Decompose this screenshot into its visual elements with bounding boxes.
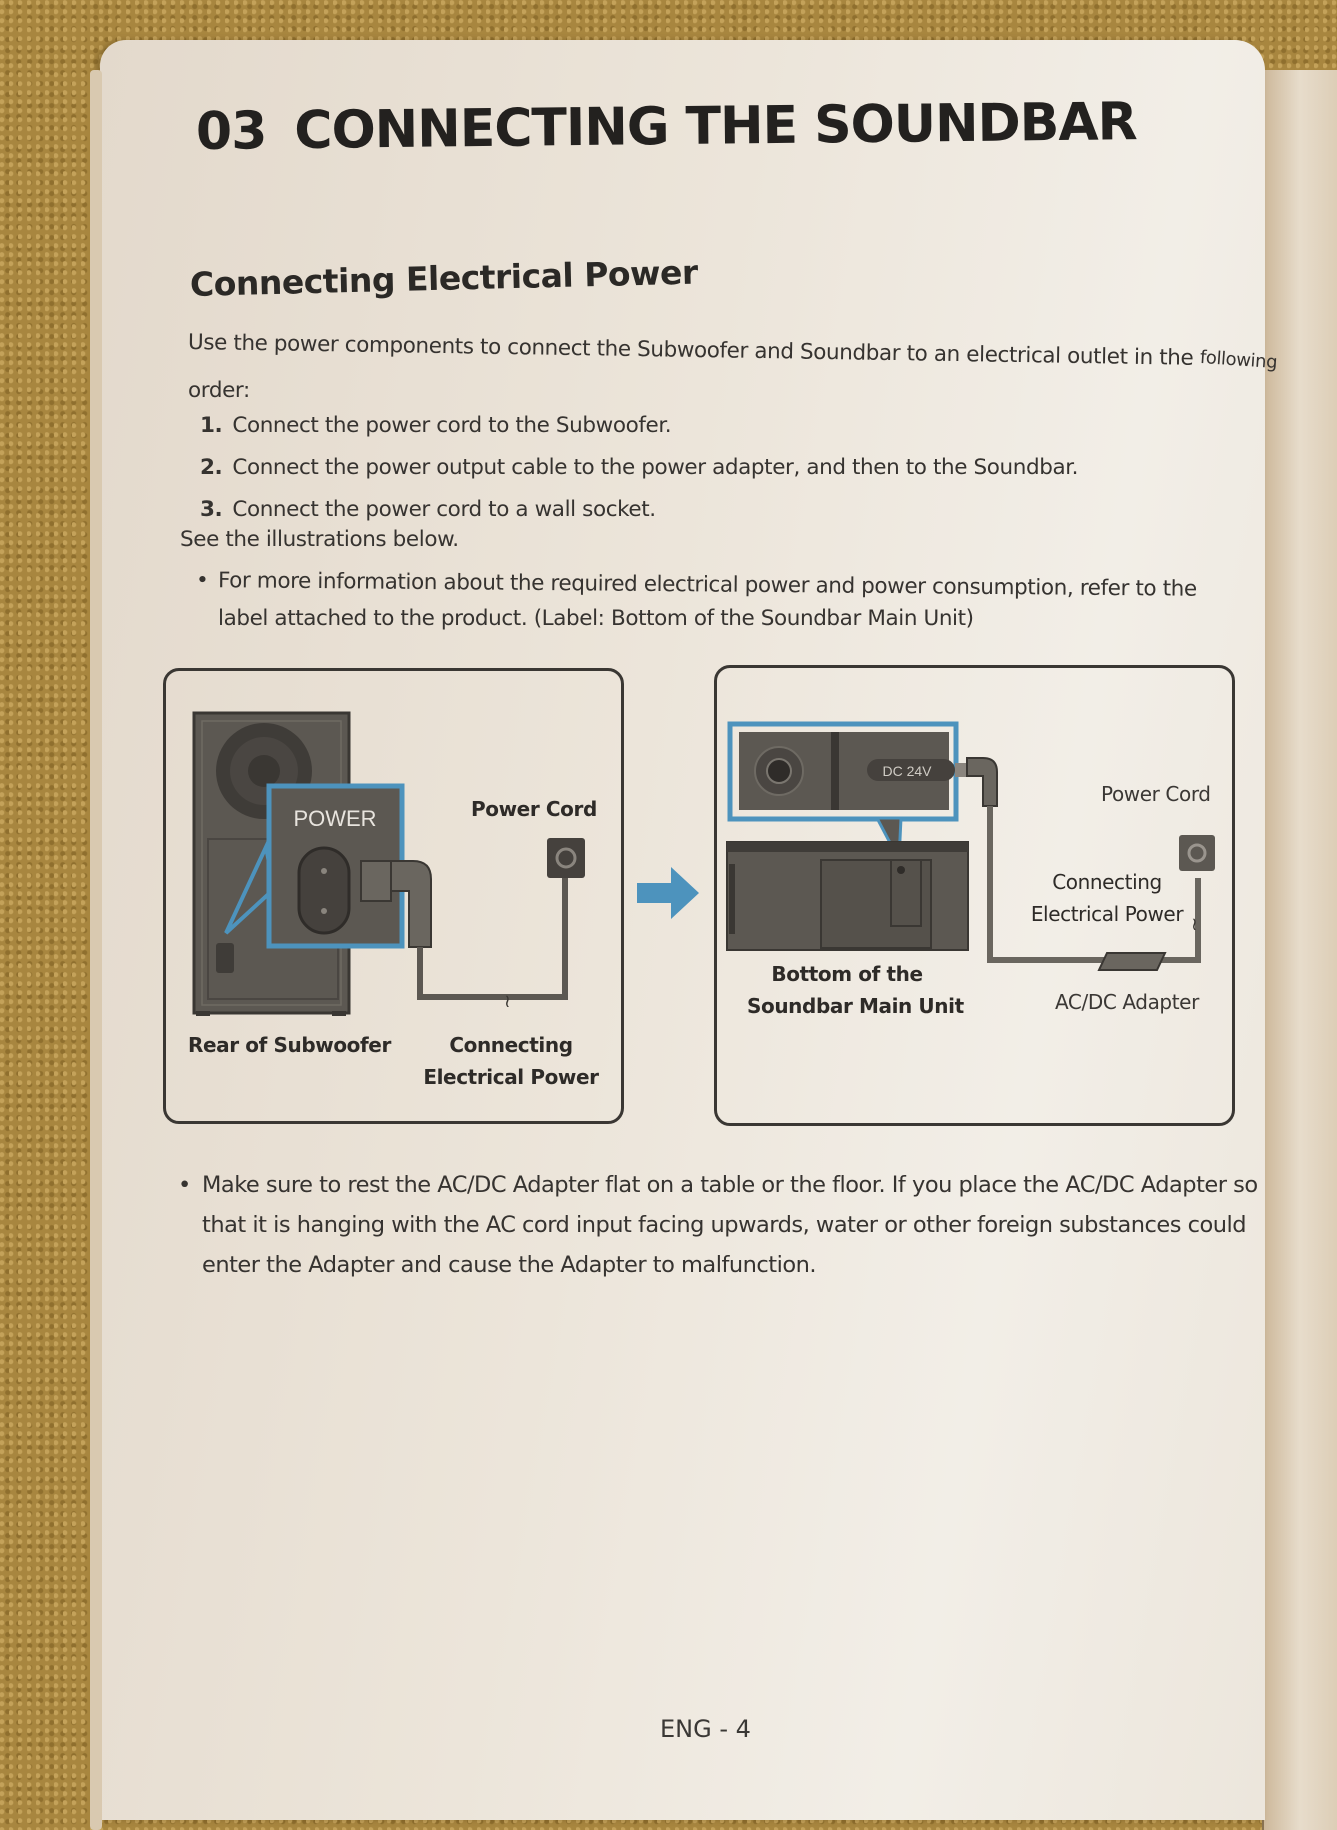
- power-inlet-icon: [297, 846, 351, 935]
- rear-subwoofer-label: Rear of Subwoofer: [188, 1033, 391, 1057]
- power-inlet-pin: [321, 868, 327, 874]
- cord-break-icon: ≀: [504, 991, 511, 1012]
- dc-plug-tip: [955, 763, 967, 777]
- step-text: Connect the power cord to a wall socket.: [232, 497, 656, 522]
- dc-24v-label: DC 24V: [882, 763, 932, 779]
- bullet-icon: •: [178, 1172, 191, 1198]
- ac-dc-adapter-label: AC/DC Adapter: [1055, 990, 1199, 1014]
- soundbar-side-mark: [729, 864, 735, 934]
- connecting-line-1: Connecting: [1052, 870, 1162, 894]
- power-cord-label: Power Cord: [471, 797, 597, 821]
- cord-break-icon: ≀: [1191, 914, 1198, 935]
- power-cord-line: [987, 806, 1201, 963]
- subwoofer-foot: [332, 1011, 346, 1016]
- bullet-icon: •: [195, 568, 209, 594]
- soundbar-dc-slot: [890, 859, 922, 927]
- subwoofer-port-center: [248, 755, 280, 787]
- page-edge: [90, 70, 102, 1830]
- wall-socket-icon: [1179, 835, 1215, 871]
- soundbar-bottom-label: Bottom of the Soundbar Main Unit: [747, 958, 964, 1022]
- connecting-line-1: Connecting: [449, 1033, 573, 1057]
- note2-line1-text: Make sure to rest the AC/DC Adapter flat…: [202, 1172, 1258, 1198]
- power-cord-label: Power Cord: [1101, 782, 1211, 806]
- see-illustrations: See the illustrations below.: [180, 527, 459, 552]
- soundbar-port-icon: [766, 758, 792, 784]
- note2-line3: enter the Adapter and cause the Adapter …: [202, 1252, 817, 1278]
- power-cord-line: [417, 876, 568, 1000]
- power-plug-elbow: [390, 860, 432, 948]
- note2-line2: that it is hanging with the AC cord inpu…: [202, 1212, 1247, 1238]
- connecting-power-label: Connecting Electrical Power: [416, 1029, 606, 1093]
- note-adapter-warning: • Make sure to rest the AC/DC Adapter fl…: [178, 1165, 1258, 1285]
- step-number: 3.: [200, 497, 223, 522]
- step-text: Connect the power cord to the Subwoofer.: [232, 413, 672, 438]
- step-number: 1.: [200, 413, 223, 438]
- step-text: Connect the power output cable to the po…: [232, 455, 1079, 480]
- connecting-line-2: Electrical Power: [423, 1065, 599, 1089]
- intro-line-2: order:: [188, 378, 250, 403]
- step-item: 1. Connect the power cord to the Subwoofe…: [200, 405, 1078, 447]
- bottom-line-2: Soundbar Main Unit: [747, 994, 964, 1018]
- connecting-line-2: Electrical Power: [1030, 902, 1184, 926]
- soundbar-recess: [820, 859, 932, 949]
- dc-plug-icon: [966, 757, 998, 807]
- soundbar-edge: [727, 842, 968, 852]
- note1-line1-text: For more information about the required …: [217, 568, 1197, 602]
- dc-24v-badge: [867, 759, 955, 781]
- adjacent-page: [1262, 70, 1337, 1830]
- step-item: 2. Connect the power output cable to the …: [200, 447, 1079, 489]
- note1-line2: label attached to the product. (Label: B…: [218, 606, 974, 631]
- wall-socket-hole: [555, 847, 577, 869]
- right-arrow-icon: [637, 867, 699, 919]
- note2-line1: • Make sure to rest the AC/DC Adapter fl…: [178, 1165, 1258, 1205]
- subwoofer-diagram-panel: POWER ≀ Power Cord Rear of Subwoofer Con…: [163, 668, 624, 1124]
- step-item: 3. Connect the power cord to a wall socke…: [200, 489, 1078, 531]
- bottom-line-1: Bottom of the: [771, 962, 923, 986]
- soundbar-diagram-panel: DC 24V ≀ Power Cord Connecting Electrica…: [714, 665, 1235, 1126]
- chapter-title-text: CONNECTING THE SOUNDBAR: [294, 92, 1137, 161]
- page-number: ENG - 4: [660, 1715, 751, 1743]
- wall-socket-hole: [1187, 843, 1207, 863]
- ac-dc-adapter-icon: [1097, 952, 1167, 971]
- step-number: 2.: [200, 455, 223, 480]
- chapter-number: 03: [195, 101, 267, 162]
- subwoofer-foot: [196, 1011, 210, 1016]
- power-plug-icon: [360, 860, 392, 902]
- note-electrical-info: • For more information about the require…: [196, 562, 1197, 638]
- power-label: POWER: [293, 806, 376, 831]
- steps-list: 1. Connect the power cord to the Subwoofe…: [200, 405, 1079, 531]
- power-inlet-pin: [321, 908, 327, 914]
- connecting-power-label: Connecting Electrical Power: [1027, 866, 1187, 930]
- wall-socket-icon: [547, 838, 585, 878]
- port-divider: [831, 732, 839, 810]
- soundbar-illustration: DC 24V ≀: [726, 721, 1215, 971]
- subwoofer-illustration: POWER ≀: [192, 711, 585, 1016]
- arrow-shape: [637, 867, 699, 919]
- soundbar-dc-jack: [897, 866, 905, 874]
- chapter-title: 03 CONNECTING THE SOUNDBAR: [196, 92, 1137, 162]
- intro-line-1-tail: following: [1199, 346, 1278, 374]
- subwoofer-socket-icon: [216, 943, 234, 973]
